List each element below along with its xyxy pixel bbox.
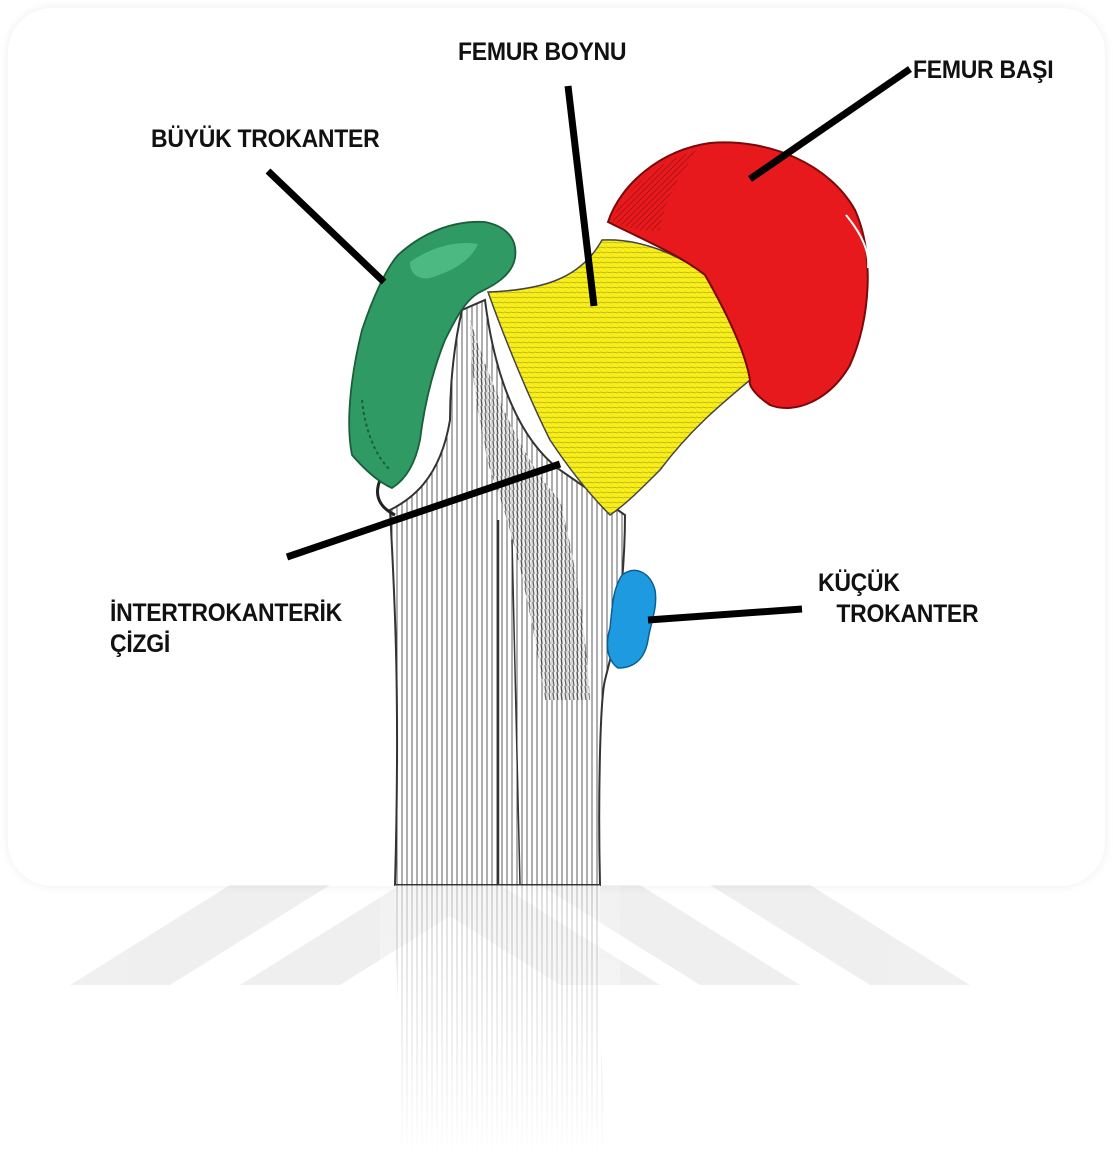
label-intertrokanterik-line2: ÇİZGİ [110, 629, 342, 660]
label-intertrokanterik-line1: İNTERTROKANTERİK [110, 598, 342, 629]
femur-reflection [380, 885, 620, 1156]
label-intertrokanterik-cizgi: İNTERTROKANTERİK ÇİZGİ [110, 598, 342, 660]
label-buyuk-trokanter: BÜYÜK TROKANTER [151, 124, 379, 155]
label-kucuk-line1: KÜÇÜK [818, 568, 978, 599]
label-kucuk-line2: TROKANTER [836, 599, 978, 630]
label-femur-basi: FEMUR BAŞI [913, 55, 1053, 86]
leader-line-buyuk-trokanter [268, 171, 384, 282]
label-kucuk-trokanter: KÜÇÜK TROKANTER [818, 568, 978, 630]
label-femur-boynu: FEMUR BOYNU [458, 37, 626, 68]
leader-line-femur-basi [750, 69, 910, 179]
leader-line-kucuk-trokanter [648, 609, 802, 620]
